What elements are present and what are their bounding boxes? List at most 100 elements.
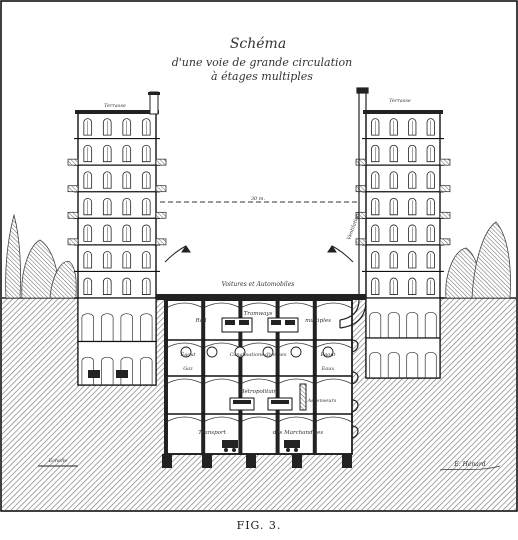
chimney-left bbox=[149, 91, 159, 115]
roof-cornice bbox=[363, 110, 443, 114]
basement-level bbox=[77, 340, 157, 386]
label-ascenseurs: Ascenseurs bbox=[307, 398, 337, 404]
basement-arch bbox=[140, 356, 153, 385]
foundation-pier bbox=[202, 454, 212, 468]
metro-window bbox=[271, 400, 289, 404]
basement-arch bbox=[369, 352, 382, 378]
pillar bbox=[238, 376, 243, 414]
elevator-shaft bbox=[299, 383, 307, 411]
basement-arch bbox=[140, 313, 153, 342]
label-voitures: Voitures et Automobiles bbox=[222, 281, 295, 288]
wagon-wheel bbox=[224, 448, 228, 452]
pillar bbox=[312, 300, 317, 340]
pillar bbox=[275, 414, 280, 454]
basement-level bbox=[365, 337, 441, 379]
basement-arch bbox=[387, 352, 400, 378]
cellar-cart bbox=[116, 370, 128, 378]
label-rail: Rail bbox=[194, 318, 206, 324]
tram-window bbox=[225, 320, 235, 325]
tram-window bbox=[271, 320, 281, 325]
label-metropolitain: Métropolitain bbox=[238, 388, 278, 395]
pipe bbox=[322, 346, 334, 358]
wagon-wheel bbox=[232, 448, 236, 452]
pillar bbox=[312, 340, 317, 376]
label-gaz: Gaz bbox=[183, 366, 193, 372]
goods-wagon bbox=[222, 440, 238, 448]
goods-wagon bbox=[284, 440, 300, 448]
tram-window bbox=[285, 320, 295, 325]
street-lamps bbox=[164, 245, 354, 263]
metro-window bbox=[233, 400, 251, 404]
balcony bbox=[155, 211, 167, 219]
tram-window bbox=[239, 320, 249, 325]
label-transport: Transport bbox=[198, 430, 226, 436]
pillar bbox=[238, 340, 243, 376]
wagon-wheel bbox=[294, 448, 298, 452]
roof-cornice bbox=[75, 110, 159, 114]
basement-arch bbox=[81, 356, 94, 385]
foundation-pier bbox=[292, 454, 302, 468]
signature: E. Hénard bbox=[453, 461, 485, 468]
pillar bbox=[201, 414, 206, 454]
pillar bbox=[164, 340, 168, 376]
balcony bbox=[67, 238, 79, 246]
underground-levels bbox=[156, 294, 366, 468]
balcony bbox=[439, 238, 451, 246]
foundation-pier bbox=[162, 454, 172, 468]
label-width: 30 m. bbox=[251, 196, 266, 202]
pillar bbox=[201, 300, 206, 340]
foundation-pier bbox=[342, 454, 352, 468]
basement-arch bbox=[406, 312, 419, 338]
balcony bbox=[355, 185, 367, 193]
pillar bbox=[312, 376, 317, 414]
pillar bbox=[312, 414, 317, 454]
basement-arch bbox=[120, 313, 133, 342]
label-eaux: Eaux bbox=[321, 366, 335, 372]
tunnel-outline bbox=[165, 299, 353, 455]
basement-arch bbox=[406, 352, 419, 378]
balcony bbox=[67, 158, 79, 166]
label-canalisations: Canalisations diverses bbox=[230, 352, 287, 358]
balcony bbox=[439, 185, 451, 193]
ventilation-pipe bbox=[339, 87, 369, 439]
basement-arch bbox=[424, 312, 437, 338]
pipe bbox=[180, 346, 192, 358]
foundation-pier bbox=[246, 454, 256, 468]
balcony bbox=[155, 158, 167, 166]
balcony bbox=[155, 185, 167, 193]
label-terrasse-right: Terrasse bbox=[389, 98, 411, 104]
pillar bbox=[275, 340, 280, 376]
balcony bbox=[439, 211, 451, 219]
label-terrasse-left: Terrasse bbox=[104, 103, 126, 109]
cellar-cart bbox=[88, 370, 100, 378]
pipe bbox=[206, 346, 218, 358]
title-line-3: à étages multiples bbox=[211, 70, 313, 83]
building-right bbox=[355, 110, 451, 379]
trees-right bbox=[445, 221, 511, 299]
balcony bbox=[155, 238, 167, 246]
basement-level bbox=[365, 297, 441, 339]
title-line-1: Schéma bbox=[230, 36, 286, 52]
title-line-2: d'une voie de grande circulation bbox=[172, 56, 353, 69]
pillar bbox=[164, 300, 168, 340]
basement-arch bbox=[387, 312, 400, 338]
trees-left bbox=[5, 213, 77, 299]
wagon-wheel bbox=[286, 448, 290, 452]
label-egout-right: Égout bbox=[319, 350, 336, 358]
label-marchandises: des Marchandises bbox=[273, 430, 324, 436]
balcony bbox=[67, 211, 79, 219]
label-egout-left: Égout bbox=[179, 350, 196, 358]
label-tramways: Tramways bbox=[244, 311, 273, 317]
balcony bbox=[67, 185, 79, 193]
balcony bbox=[355, 238, 367, 246]
balcony bbox=[439, 158, 451, 166]
pillar bbox=[201, 340, 206, 376]
street-surface bbox=[156, 294, 366, 300]
basement-arch bbox=[81, 313, 94, 342]
balcony bbox=[355, 158, 367, 166]
pillar bbox=[164, 414, 168, 454]
figure-caption: FIG. 3. bbox=[236, 519, 282, 532]
basement-arch bbox=[120, 356, 133, 385]
pipe bbox=[234, 346, 246, 358]
